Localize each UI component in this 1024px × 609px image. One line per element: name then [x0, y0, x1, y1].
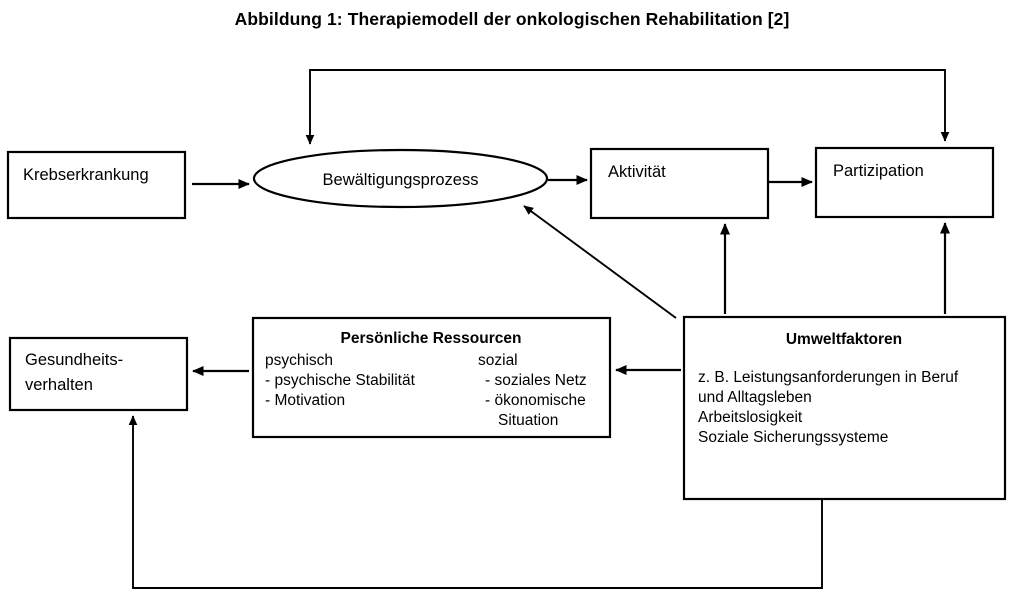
- persoenliche-ressourcen-right-heading: sozial: [478, 352, 518, 369]
- umweltfaktoren-line-1: und Alltagsleben: [698, 389, 812, 406]
- connector-umweltfaktoren-bewaeltigungsprozess: [523, 205, 677, 319]
- persoenliche-ressourcen-right-item-2: Situation: [498, 412, 558, 429]
- figure-title: Abbildung 1: Therapiemodell der onkologi…: [234, 9, 790, 29]
- node-krebserkrankung[interactable]: Krebserkrankung: [6, 150, 187, 220]
- umweltfaktoren-line-2: Arbeitslosigkeit: [698, 409, 803, 426]
- node-partizipation-box: [814, 146, 995, 219]
- node-krebserkrankung-box: [6, 150, 187, 220]
- node-gesundheitsverhalten[interactable]: Gesundheits- verhalten: [8, 336, 189, 412]
- node-partizipation-label: Partizipation: [833, 162, 924, 180]
- node-persoenliche-ressourcen-box: [251, 316, 612, 439]
- umweltfaktoren-line-3: Soziale Sicherungssysteme: [698, 429, 888, 446]
- node-umweltfaktoren-box: [682, 315, 1007, 501]
- connector-umweltfaktoren-gesundheitsverhalten-bottom: [128, 415, 823, 589]
- umweltfaktoren-line-0: z. B. Leistungsanforderungen in Beruf: [698, 369, 959, 386]
- persoenliche-ressourcen-left-item-0: - psychische Stabilität: [265, 372, 416, 389]
- node-partizipation[interactable]: Partizipation: [814, 146, 995, 219]
- node-bewaeltigungsprozess[interactable]: Bewältigungsprozess: [252, 148, 549, 209]
- node-gesundheitsverhalten-label-line1: Gesundheits-: [25, 351, 123, 369]
- persoenliche-ressourcen-left-heading: psychisch: [265, 352, 333, 369]
- persoenliche-ressourcen-heading: Persönliche Ressourcen: [341, 330, 522, 347]
- persoenliche-ressourcen-right-item-1: - ökonomische: [485, 392, 586, 409]
- node-krebserkrankung-label: Krebserkrankung: [23, 166, 149, 184]
- node-gesundheitsverhalten-box: [8, 336, 189, 412]
- node-aktivitaet-label: Aktivität: [608, 163, 666, 181]
- node-aktivitaet[interactable]: Aktivität: [589, 147, 770, 220]
- persoenliche-ressourcen-left-item-1: - Motivation: [265, 392, 345, 409]
- node-aktivitaet-box: [589, 147, 770, 220]
- connector-partizipation-bewaeltigungsprozess-feedback: [305, 69, 950, 145]
- node-bewaeltigungsprozess-ellipse: [252, 148, 549, 209]
- node-bewaeltigungsprozess-label: Bewältigungsprozess: [323, 171, 479, 189]
- node-persoenliche-ressourcen[interactable]: Persönliche Ressourcen psychisch - psych…: [251, 316, 612, 439]
- persoenliche-ressourcen-right-item-0: - soziales Netz: [485, 372, 587, 389]
- node-gesundheitsverhalten-label-line2: verhalten: [25, 376, 93, 394]
- umweltfaktoren-heading: Umweltfaktoren: [786, 331, 902, 348]
- node-umweltfaktoren[interactable]: Umweltfaktoren z. B. Leistungsanforderun…: [682, 315, 1007, 501]
